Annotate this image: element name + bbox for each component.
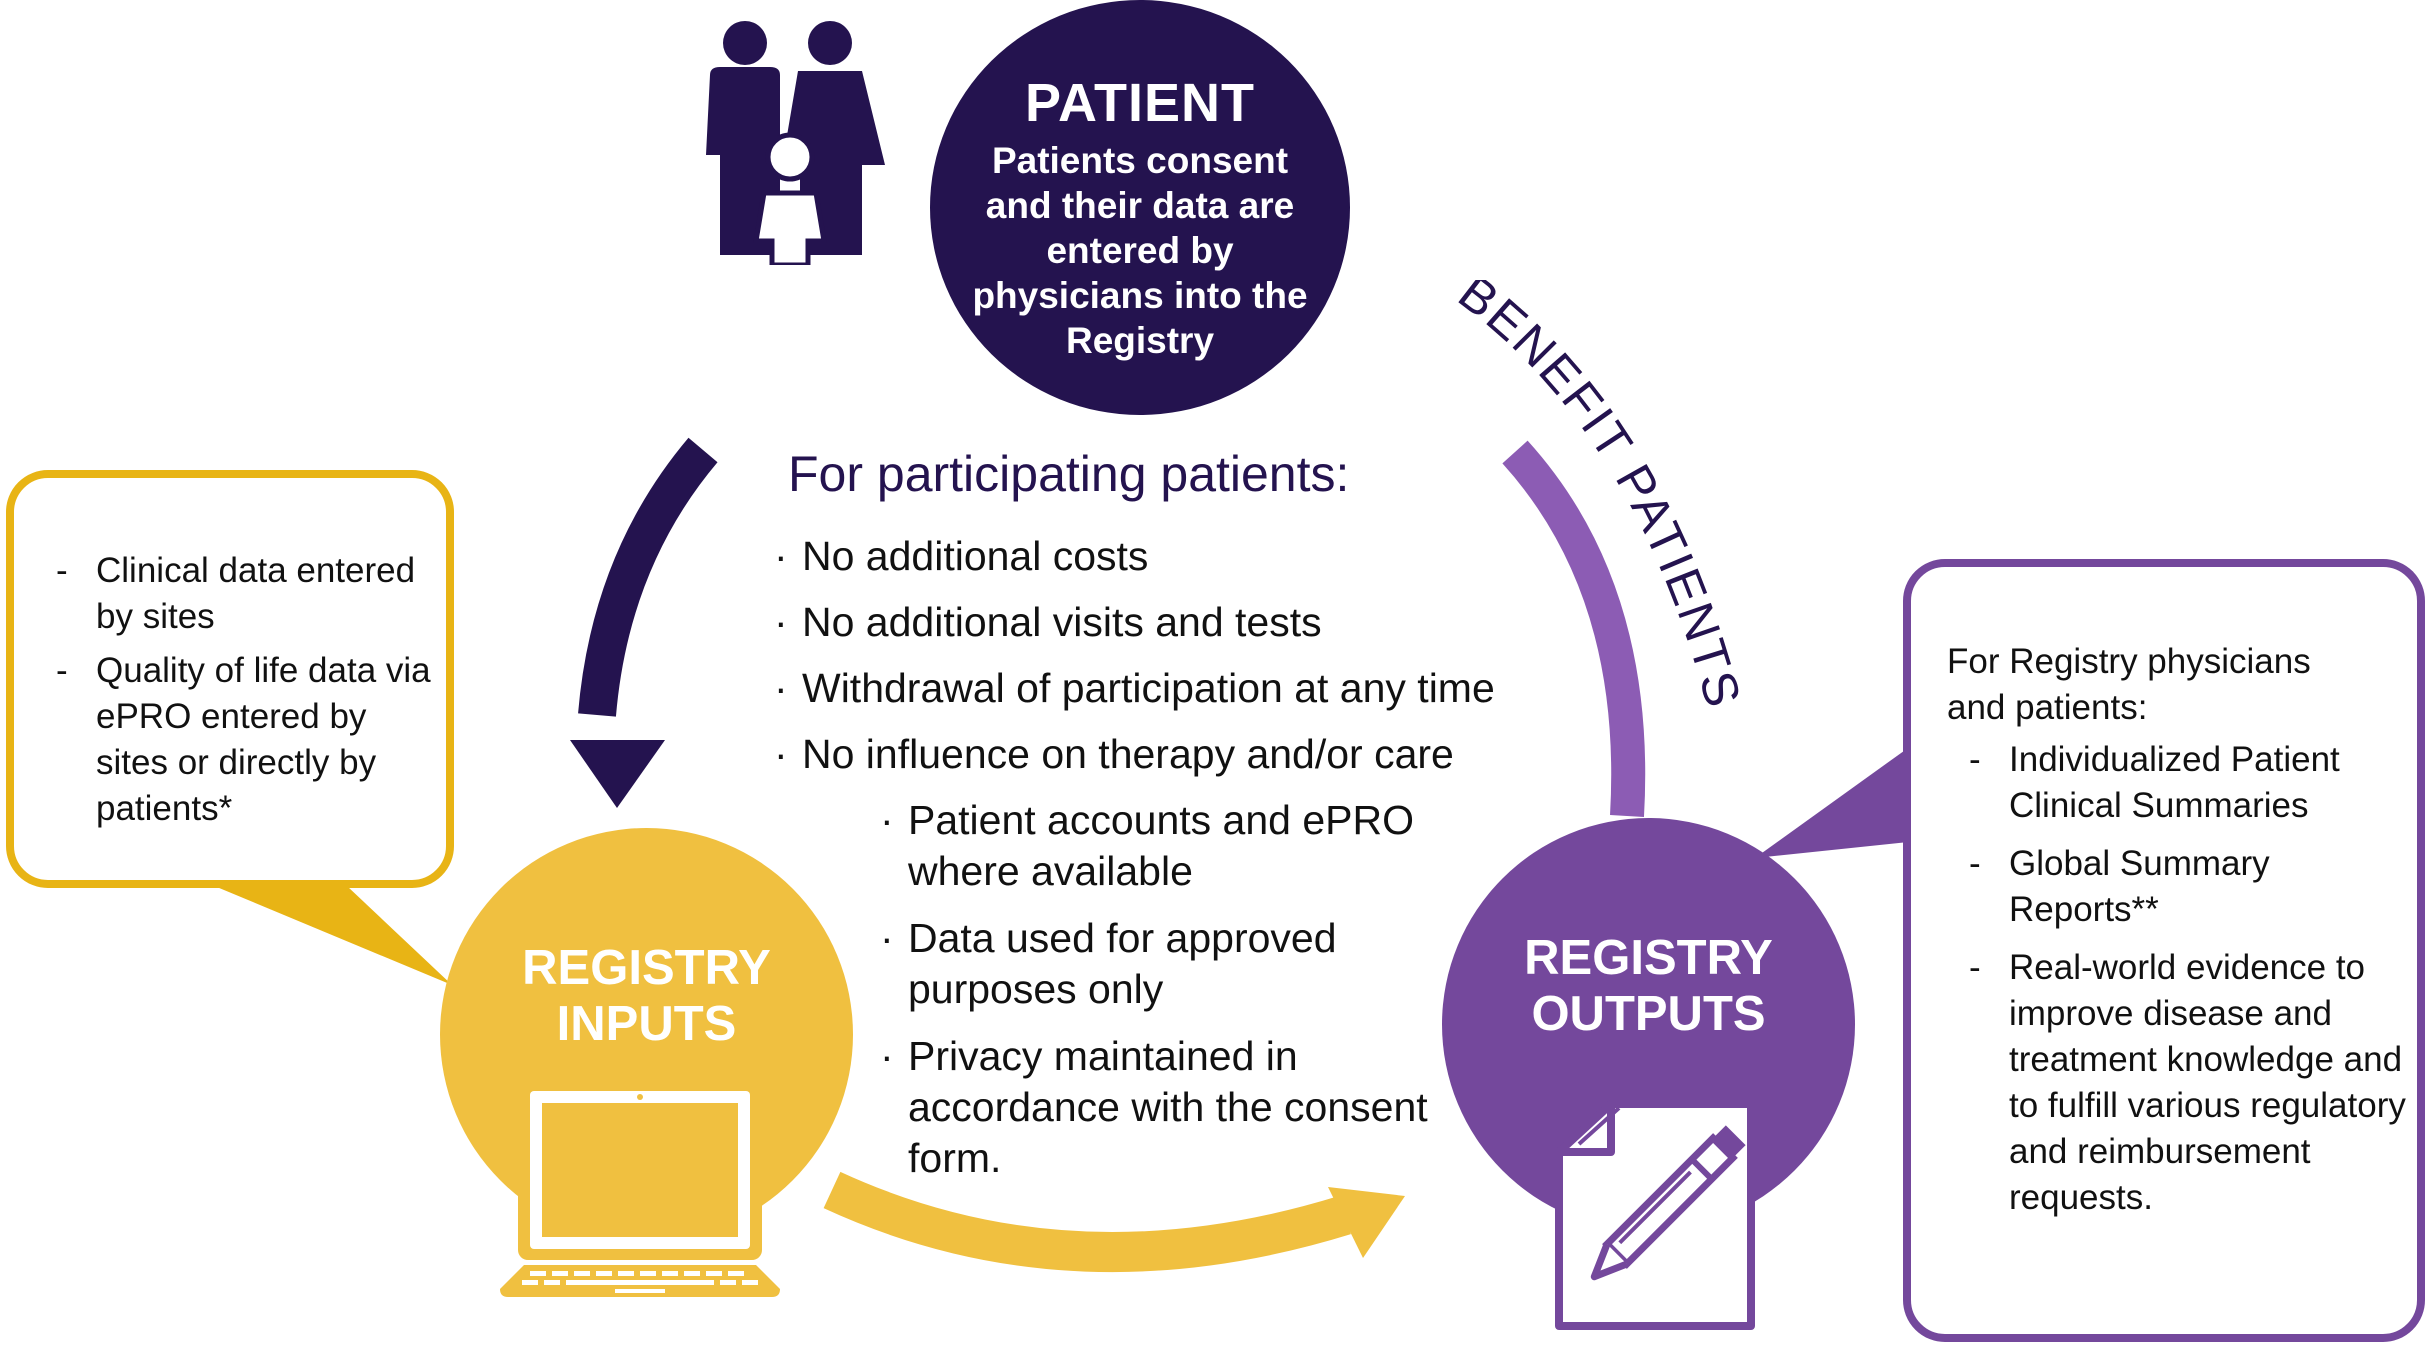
arrow-right-icon — [823, 1171, 1351, 1272]
list-item: ·Patient accounts and ePRO where availab… — [880, 797, 1414, 894]
list-item: ·No additional visits and tests — [774, 599, 1322, 645]
inputs-list: -Clinical data entered by sites -Quality… — [56, 548, 446, 840]
participant-benefits-list: ·No additional costs ·No additional visi… — [774, 530, 1495, 794]
benefit-patients-label: BENEFIT PATIENTS — [1448, 280, 1749, 714]
laptop-icon — [500, 1080, 780, 1297]
list-item: ·No influence on therapy and/or care — [774, 731, 1454, 777]
family-icon — [706, 21, 885, 265]
outputs-list: -Individualized Patient Clinical Summari… — [1969, 737, 2409, 1233]
outputs-callout-tail — [1755, 748, 1908, 858]
participant-subbenefits-list: ·Patient accounts and ePRO where availab… — [880, 795, 1500, 1200]
arrow-right-head — [1328, 1187, 1405, 1258]
list-item: -Individualized Patient Clinical Summari… — [1969, 740, 2340, 825]
list-item: ·Data used for approved purposes only — [880, 915, 1337, 1012]
inputs-callout-box: -Clinical data entered by sites -Quality… — [6, 470, 454, 888]
list-item: ·Withdrawal of participation at any time — [774, 665, 1495, 711]
benefit-arc — [1502, 440, 1646, 817]
outputs-intro: For Registry physicians and patients: — [1947, 642, 2311, 727]
arrow-down-icon — [578, 437, 718, 717]
patient-title: PATIENT — [1025, 73, 1255, 133]
registry-inputs-label: REGISTRY INPUTS — [522, 941, 771, 1051]
participating-heading: For participating patients: — [788, 446, 1350, 502]
inputs-callout-tail — [200, 870, 452, 985]
document-pen-icon — [1555, 1100, 1755, 1330]
list-item: -Global Summary Reports** — [1969, 844, 2270, 929]
registry-outputs-label: REGISTRY OUTPUTS — [1524, 931, 1773, 1041]
list-item: ·Privacy maintained in accordance with t… — [880, 1033, 1428, 1181]
list-item: -Quality of life data via ePRO entered b… — [56, 651, 431, 828]
arrow-down-head — [570, 740, 665, 808]
patient-description: Patients consent and their data are ente… — [972, 140, 1308, 361]
list-item: ·No additional costs — [774, 533, 1149, 579]
list-item: -Clinical data entered by sites — [56, 551, 416, 636]
list-item: -Real-world evidence to improve disease … — [1969, 948, 2406, 1217]
outputs-callout-box: For Registry physicians and patients: -I… — [1903, 559, 2425, 1342]
patient-circle: PATIENT Patients consent and their data … — [930, 0, 1350, 415]
